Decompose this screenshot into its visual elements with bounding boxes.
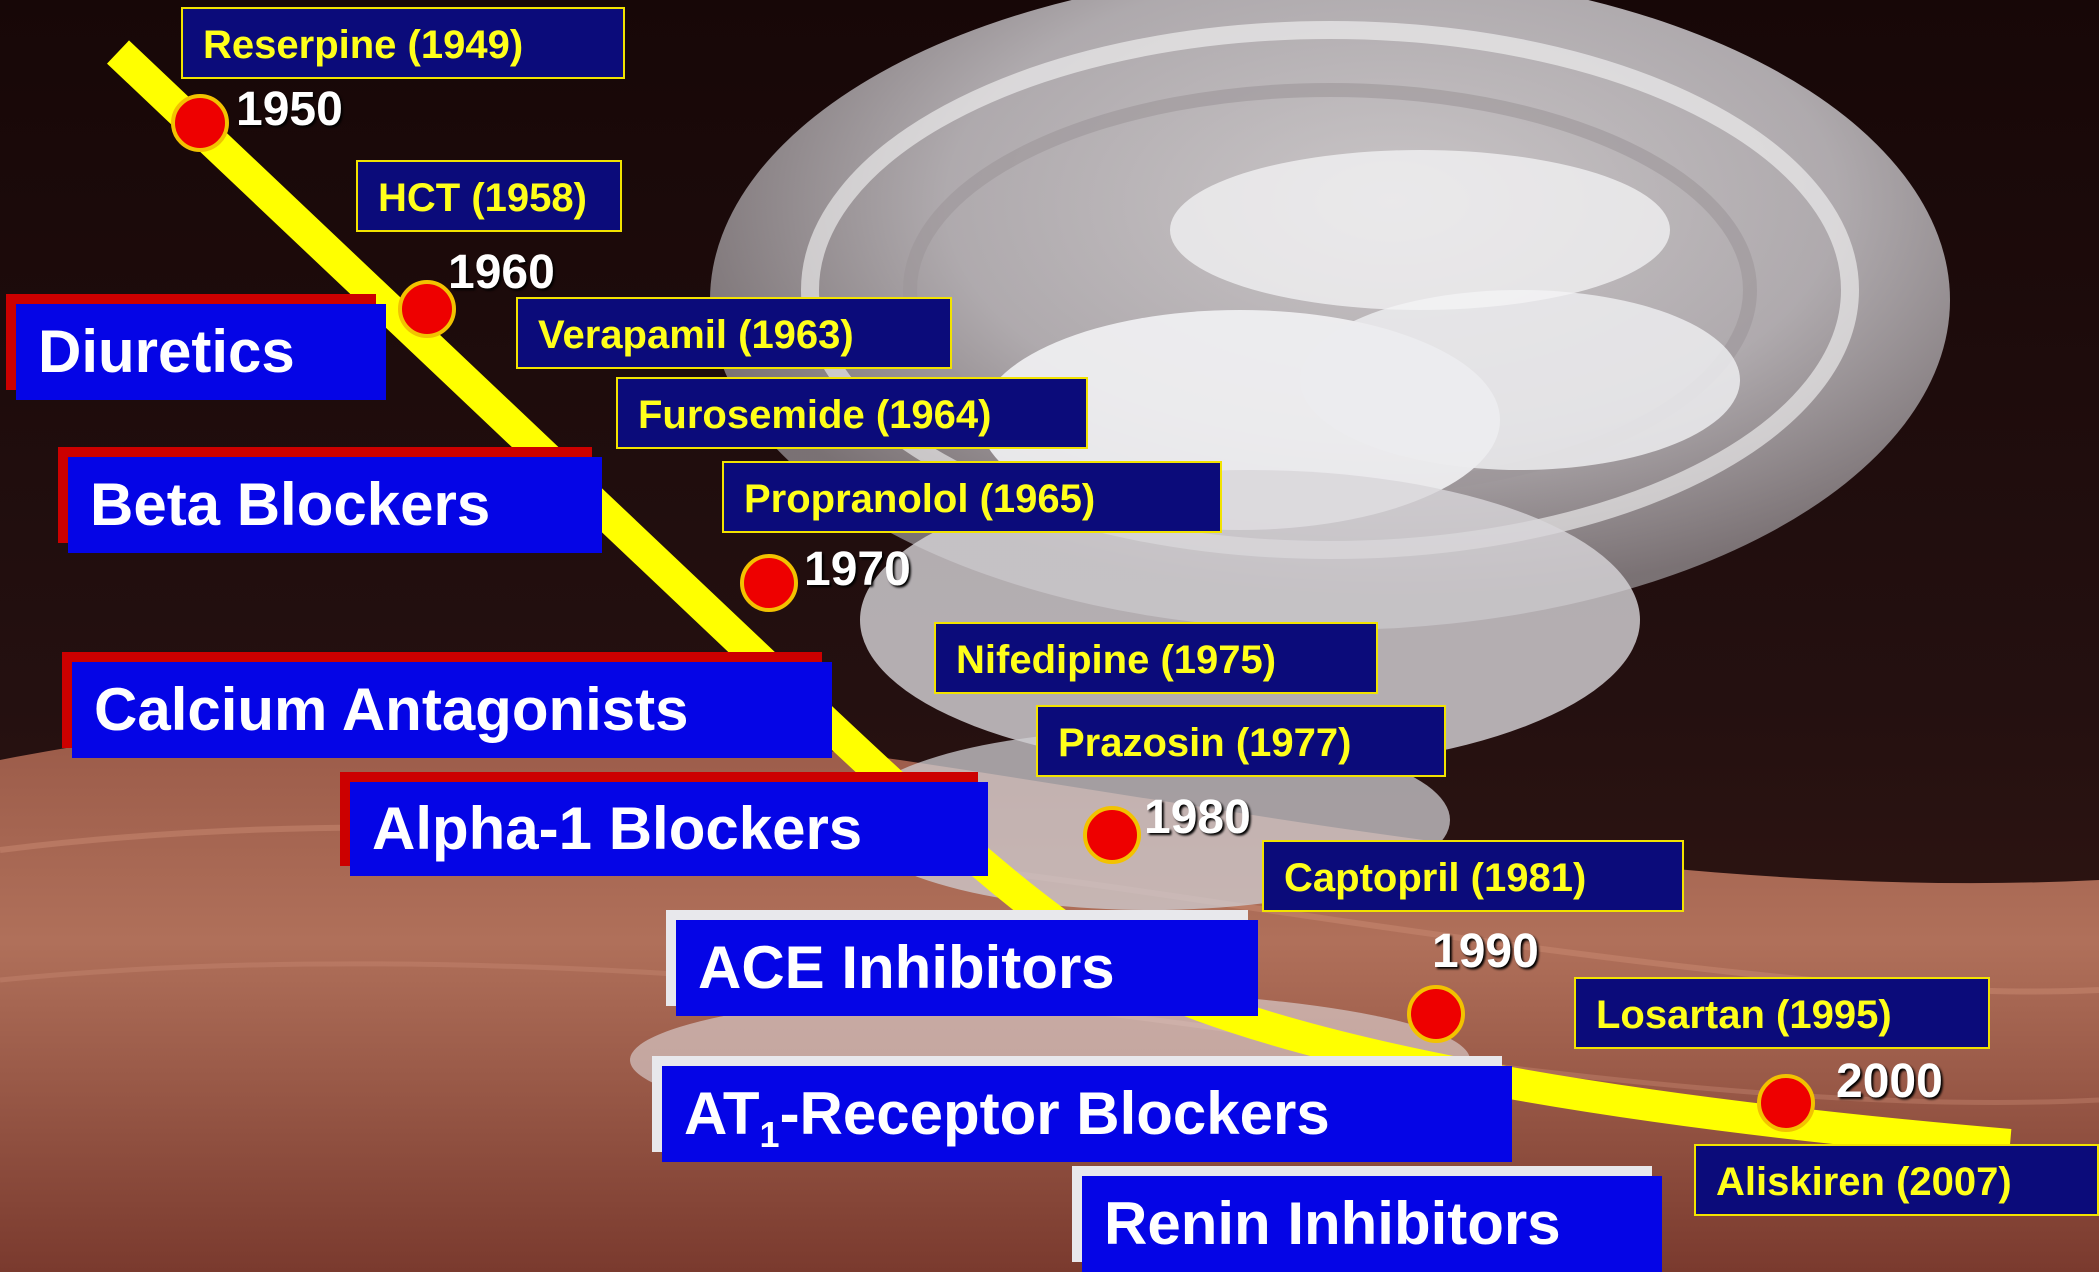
drug-label-prazosin: Prazosin (1977) — [1036, 705, 1446, 777]
class-label-renin-inhibitors: Renin Inhibitors — [1082, 1176, 1662, 1272]
drug-label-furosemide: Furosemide (1964) — [616, 377, 1088, 449]
class-label-at1-receptor-blockers: AT1-Receptor Blockers — [662, 1066, 1512, 1162]
drug-label-propranolol: Propranolol (1965) — [722, 461, 1222, 533]
year-label-1960: 1960 — [448, 245, 555, 300]
class-label-at1-suffix: -Receptor Blockers — [780, 1080, 1330, 1147]
drug-label-hct: HCT (1958) — [356, 160, 622, 232]
year-label-1950: 1950 — [236, 82, 343, 137]
drug-label-reserpine: Reserpine (1949) — [181, 7, 625, 79]
class-label-alpha-1-blockers: Alpha-1 Blockers — [350, 782, 988, 876]
class-label-at1-prefix: AT — [684, 1080, 760, 1147]
timeline-node-1980 — [1083, 806, 1141, 864]
drug-label-losartan: Losartan (1995) — [1574, 977, 1990, 1049]
timeline-node-1950 — [171, 94, 229, 152]
year-label-2000: 2000 — [1836, 1054, 1943, 1109]
class-label-at1-subscript: 1 — [760, 1114, 780, 1155]
drug-label-verapamil: Verapamil (1963) — [516, 297, 952, 369]
timeline-node-2000 — [1757, 1074, 1815, 1132]
year-label-1990: 1990 — [1432, 924, 1539, 979]
timeline-node-1970 — [740, 554, 798, 612]
drug-label-aliskiren: Aliskiren (2007) — [1694, 1144, 2099, 1216]
class-label-beta-blockers: Beta Blockers — [68, 457, 602, 553]
class-label-calcium-antagonists: Calcium Antagonists — [72, 662, 832, 758]
class-label-diuretics: Diuretics — [16, 304, 386, 400]
year-label-1980: 1980 — [1144, 790, 1251, 845]
timeline-node-1990 — [1407, 985, 1465, 1043]
year-label-1970: 1970 — [804, 542, 911, 597]
drug-label-captopril: Captopril (1981) — [1262, 840, 1684, 912]
drug-label-nifedipine: Nifedipine (1975) — [934, 622, 1378, 694]
class-label-ace-inhibitors: ACE Inhibitors — [676, 920, 1258, 1016]
